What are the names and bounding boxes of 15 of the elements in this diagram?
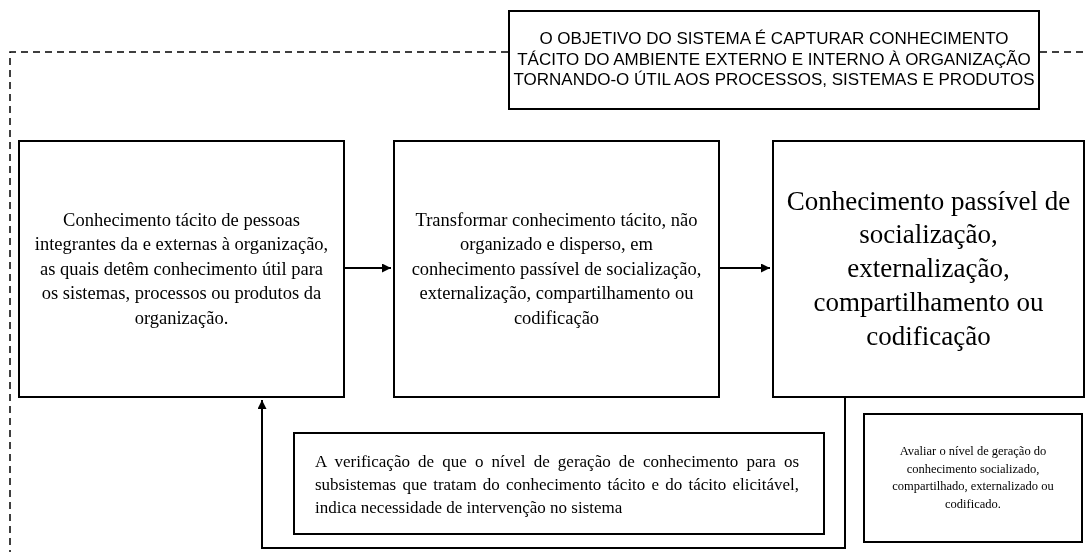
arrow — [344, 263, 392, 273]
box-text: Avaliar o nível de geração do conhecimento socializado, compartilhado, externalizado ou codificado. — [891, 443, 1055, 513]
arrow — [257, 397, 846, 549]
text-box — [393, 140, 720, 398]
box-text: A verificação de que o nível de geração de conhecimento para os subsistemas que tratam do conhecimento tácito e do tácito elicitável, indica necessidade de intervenção no sistema — [315, 451, 799, 519]
box-text: Transformar conhecimento tácito, não organizado e disperso, em conhecimento passível de socialização, externalização, compartilhamento ou codificação — [410, 209, 703, 330]
text-box — [18, 140, 345, 398]
text-box — [508, 10, 1040, 110]
box-text: Conhecimento passível de socialização, externalização, compartilhamento ou codificação — [785, 184, 1072, 353]
box-text: Conhecimento tácito de pessoas integrantes da e externas à organização, as quais detêm conhecimento útil para os sistemas, processos ou produtos da organização. — [33, 209, 330, 330]
text-box — [772, 140, 1085, 398]
arrow — [719, 263, 771, 273]
text-box — [863, 413, 1083, 543]
text-box — [293, 432, 825, 535]
box-text: O OBJETIVO DO SISTEMA É CAPTURAR CONHECIMENTO TÁCITO DO AMBIENTE EXTERNO E INTERNO À ORGANIZAÇÃO TORNANDO-O ÚTIL AOS PROCESSOS, SISTEMAS E PRODUTOS — [512, 29, 1036, 91]
